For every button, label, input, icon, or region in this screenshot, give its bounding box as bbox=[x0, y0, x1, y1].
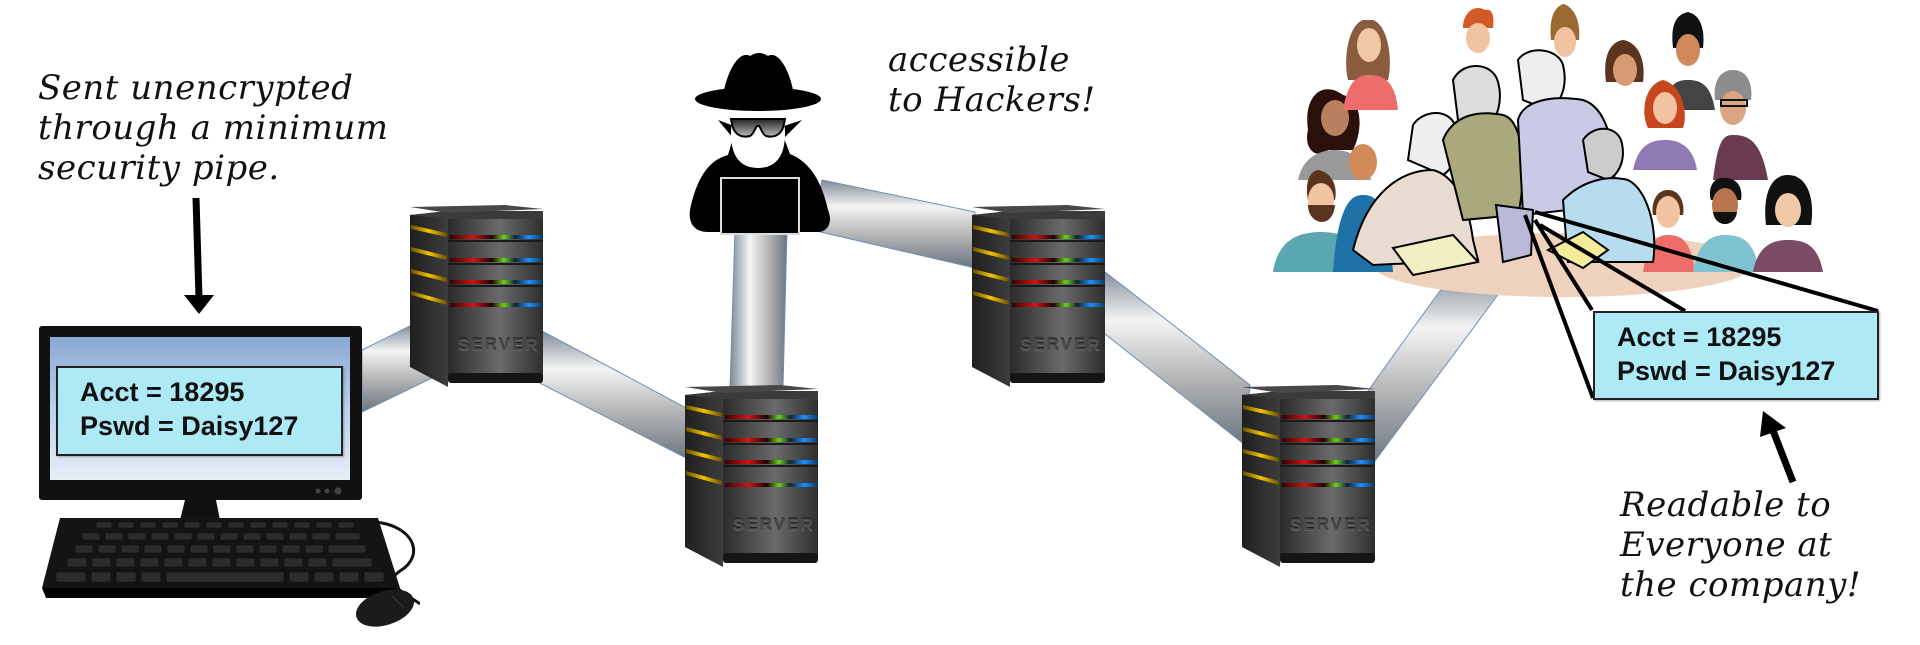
hat bbox=[723, 53, 794, 95]
server-3: SERVER bbox=[971, 204, 1107, 394]
password: Pswd = Daisy127 bbox=[80, 411, 299, 441]
server-label: SERVER bbox=[1290, 515, 1372, 534]
credential-box-exposed: Acct = 18295 Pswd = Daisy127 bbox=[1593, 311, 1879, 400]
server-icon bbox=[1241, 384, 1376, 568]
hacker-icon bbox=[678, 50, 838, 235]
mouse-icon bbox=[355, 589, 415, 627]
unencrypted-note: Sent unencrypted through a minimum secur… bbox=[38, 68, 389, 188]
server-icon bbox=[684, 384, 819, 568]
password: Pswd = Daisy127 bbox=[1617, 356, 1836, 386]
readable-note: Readable to Everyone at the company! bbox=[1620, 485, 1861, 605]
note-line: Everyone at bbox=[1620, 525, 1833, 565]
note-line: the company! bbox=[1620, 565, 1862, 605]
note-line: Sent unencrypted bbox=[38, 68, 354, 108]
server-label: SERVER bbox=[458, 335, 540, 354]
server-label: SERVER bbox=[733, 515, 815, 534]
server-label: SERVER bbox=[1020, 335, 1102, 354]
note-line: through a minimum bbox=[38, 108, 389, 148]
hacker-note: accessible to Hackers! bbox=[888, 40, 1096, 120]
note-line: to Hackers! bbox=[888, 80, 1096, 120]
credential-box-sender: Acct = 18295 Pswd = Daisy127 bbox=[56, 366, 343, 456]
note-line: security pipe. bbox=[38, 148, 280, 188]
account-number: Acct = 18295 bbox=[1617, 322, 1782, 352]
note-line: accessible bbox=[888, 40, 1071, 80]
crowd-of-people-icon bbox=[1263, 0, 1903, 300]
account-number: Acct = 18295 bbox=[80, 377, 245, 407]
pipe-hacker-to-server2 bbox=[729, 229, 788, 389]
server-1: SERVER bbox=[409, 204, 545, 394]
note-line: Readable to bbox=[1620, 485, 1832, 525]
pipe-server3-to-server4 bbox=[1099, 266, 1251, 446]
hacker-laptop bbox=[720, 177, 800, 235]
server-2: SERVER bbox=[684, 384, 820, 574]
server-icon bbox=[971, 204, 1106, 388]
pipe-server1-to-server2 bbox=[529, 329, 691, 461]
server-4: SERVER bbox=[1241, 384, 1377, 574]
server-icon bbox=[409, 204, 544, 388]
